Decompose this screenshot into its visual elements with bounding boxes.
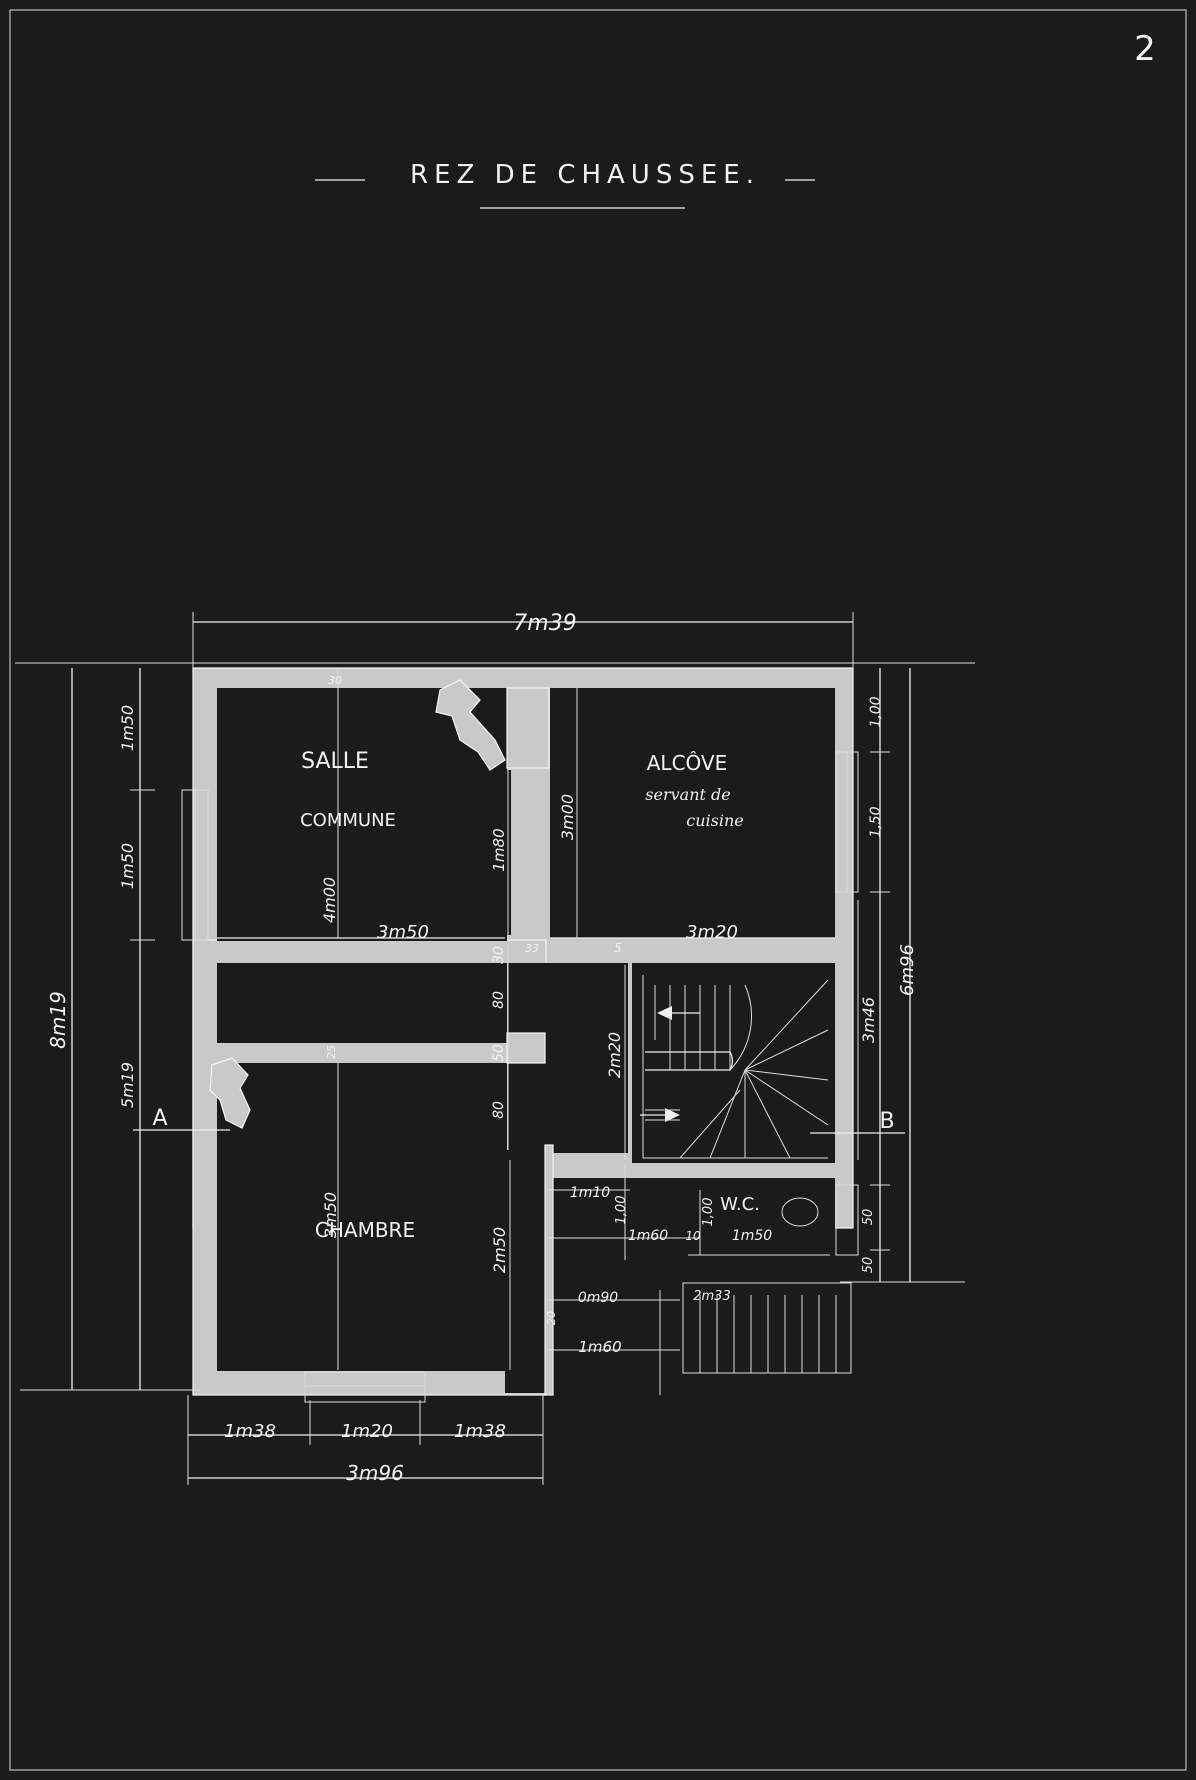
dim-top-wall: 30: [328, 674, 342, 687]
stair-room: [632, 963, 835, 1163]
dim-salle-depth: 4m00: [320, 877, 339, 923]
dim-step-160: 1m60: [578, 1338, 621, 1356]
dim-mid-80b: 80: [491, 1101, 507, 1119]
wc-room: [703, 1183, 828, 1261]
alcove-label-line3: cuisine: [686, 811, 743, 830]
dim-alcove-depth: 3m00: [558, 794, 577, 840]
dim-step-090: 0m90: [578, 1290, 618, 1306]
dim-bottom-138a: 1m38: [224, 1421, 276, 1442]
dim-step-20: 20: [545, 1311, 558, 1325]
page-number: 2: [1134, 29, 1156, 69]
passage-room: [217, 963, 507, 1043]
toilet-bowl-icon: [781, 1197, 819, 1227]
stair-up-arrow-icon: [657, 1006, 672, 1020]
dim-wall-corner: 33: [525, 942, 539, 955]
dim-right-3: 50: [861, 1209, 876, 1226]
section-mark-a: A: [152, 1106, 167, 1131]
chambre-room: [217, 1063, 507, 1371]
dim-step-233: 2m33: [693, 1289, 730, 1304]
dim-right-4: 50: [861, 1257, 876, 1274]
dim-bottom-total: 3m96: [346, 1461, 404, 1485]
dim-wc-150: 1m50: [732, 1228, 772, 1244]
dim-right-height: 6m96: [897, 944, 918, 996]
chimney-chambre: [209, 1057, 251, 1129]
dim-stair-well: 3m46: [859, 997, 878, 1043]
staircase: [640, 975, 829, 1159]
dim-wc-10: 10: [685, 1229, 701, 1243]
windows: [181, 751, 859, 1403]
dim-mid-30: 30: [491, 946, 507, 964]
walls: [192, 667, 854, 1396]
dim-door-jamb: 1m80: [490, 828, 508, 871]
dim-chambre-wall: 2m50: [490, 1227, 509, 1273]
entrance-steps: [682, 1282, 852, 1374]
chimney-salle: [435, 679, 506, 771]
dim-wc-100: 1,00: [701, 1198, 716, 1227]
dim-mid-25: 25: [325, 1045, 338, 1059]
stair-down-arrow-icon: [665, 1108, 680, 1122]
dim-right-1: 1,00: [868, 696, 884, 727]
dimension-lines: [15, 612, 975, 1485]
salle-label-line1: SALLE: [301, 749, 369, 774]
dim-overall-width: 7m39: [513, 611, 576, 636]
salle-label-line2: COMMUNE: [300, 810, 396, 831]
dim-bottom-138b: 1m38: [454, 1421, 506, 1442]
dim-alcove-width: 3m20: [686, 922, 738, 943]
dim-bottom-120: 1m20: [341, 1421, 393, 1442]
dim-right-2: 1,50: [868, 806, 884, 837]
dim-hall-110: 1m10: [570, 1185, 610, 1201]
dim-mid-80a: 80: [491, 991, 507, 1009]
dim-left-upper-1: 1m50: [118, 705, 137, 751]
dim-chambre-depth: 3m50: [321, 1192, 340, 1238]
wc-label: W.C.: [720, 1194, 760, 1215]
alcove-label-line1: ALCÔVE: [647, 751, 728, 775]
alcove-room: [550, 688, 835, 938]
plan-title: REZ DE CHAUSSEE.: [410, 160, 760, 190]
dim-hall-100: 1,00: [614, 1196, 629, 1225]
dim-overall-height: 8m19: [46, 991, 70, 1049]
dim-left-lower: 5m19: [118, 1062, 137, 1108]
dim-salle-width: 3m50: [377, 922, 429, 943]
dim-wall-small: 5: [614, 941, 622, 955]
dim-mid-50: 50: [491, 1044, 507, 1062]
sheet-border: [9, 9, 1187, 1771]
dim-hall-160: 1m60: [628, 1228, 668, 1244]
chambre-label: CHAMBRE: [315, 1218, 415, 1242]
dim-stair-height: 2m20: [605, 1032, 624, 1078]
alcove-label-line2: servant de: [645, 785, 730, 804]
section-mark-b: B: [879, 1109, 894, 1134]
dim-left-upper-2: 1m50: [118, 843, 137, 889]
